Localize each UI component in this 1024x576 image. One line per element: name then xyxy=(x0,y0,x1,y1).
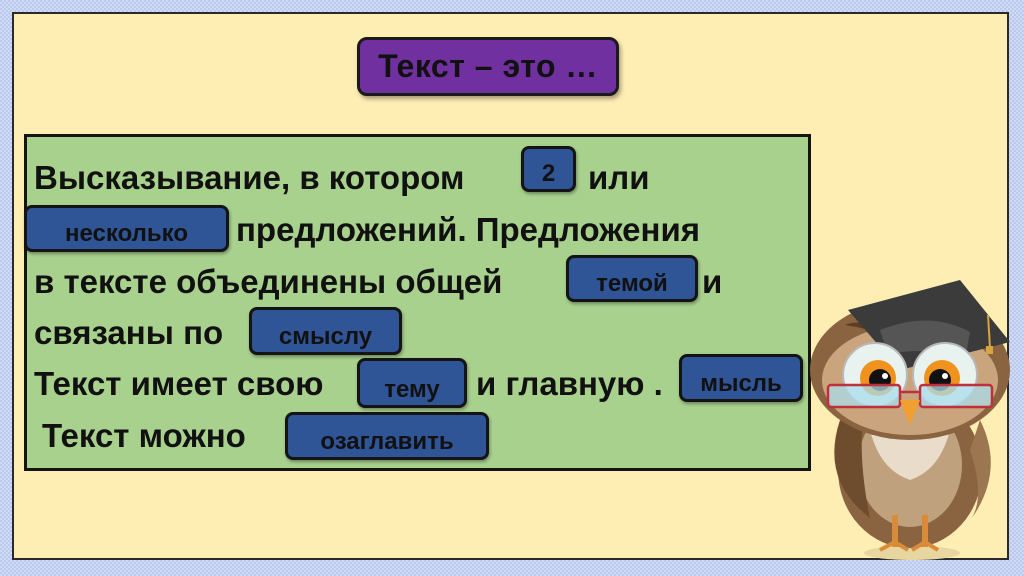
text-line-3b: и xyxy=(702,263,723,300)
text-line-1a: Высказывание, в котором xyxy=(34,159,465,196)
answer-chip-label: тему xyxy=(384,376,440,403)
answer-chip-label: озаглавить xyxy=(320,428,454,455)
text-line-2: предложений. Предложения xyxy=(236,211,701,248)
text-line-3a: в тексте объединены общей xyxy=(34,263,503,300)
answer-chip-label: темой xyxy=(596,270,668,297)
text-line-6: Текст можно xyxy=(42,417,246,454)
answer-chip-smyslu[interactable]: смыслу xyxy=(249,307,402,355)
text-line-5a: Текст имеет свою xyxy=(34,365,324,402)
text-line-1b: или xyxy=(588,159,650,196)
owl-illustration xyxy=(810,280,1010,560)
slide-title: Текст – это … xyxy=(378,48,598,84)
answer-chip-neskolko[interactable]: несколько xyxy=(24,205,229,252)
answer-chip-label: 2 xyxy=(541,160,556,187)
answer-chip-label: смыслу xyxy=(278,323,373,350)
title-box: Текст – это … xyxy=(357,37,619,96)
answer-chip-temu[interactable]: тему xyxy=(357,358,467,408)
text-line-5b: и главную . xyxy=(476,365,663,402)
answer-chip-ozaglavit[interactable]: озаглавить xyxy=(285,412,489,460)
answer-chip-label: мысль xyxy=(700,370,782,397)
text-line-4: связаны по xyxy=(34,314,224,351)
answer-chip-2[interactable]: 2 xyxy=(521,146,576,192)
answer-chip-temoy[interactable]: темой xyxy=(566,255,698,302)
answer-chip-mysl[interactable]: мысль xyxy=(679,354,803,402)
answer-chip-label: несколько xyxy=(65,220,188,247)
